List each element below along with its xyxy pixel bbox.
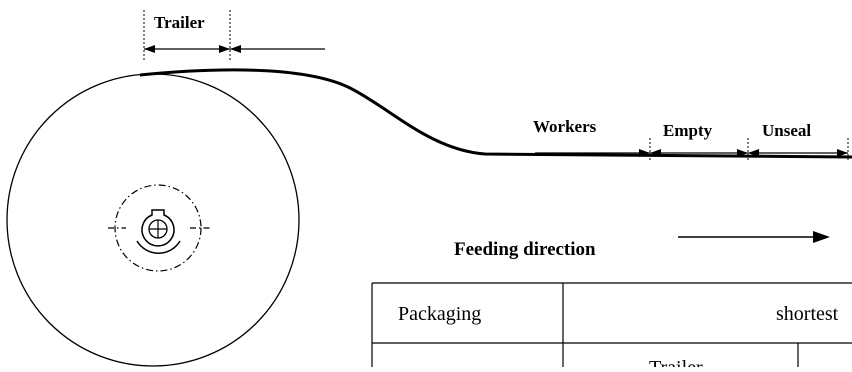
feeding-direction-arrow-head — [813, 231, 830, 243]
table-header-shortest: shortest — [776, 303, 839, 325]
empty-arrow-head-left — [650, 149, 661, 157]
trailer-label: Trailer — [154, 13, 205, 32]
spec-table — [371, 282, 852, 367]
unseal-arrow-head-right — [837, 149, 848, 157]
carrier-tape-line — [139, 68, 852, 159]
table-row2-trailer: Trailer — [649, 357, 703, 367]
trailer-arrow-head-right — [219, 45, 230, 53]
empty-arrow-head-right — [737, 149, 748, 157]
empty-label: Empty — [663, 121, 713, 140]
workers-label: Workers — [533, 117, 597, 136]
trailer-extension-head — [230, 45, 241, 53]
feeding-direction-label: Feeding direction — [454, 239, 596, 260]
reel-outer-circle — [6, 73, 300, 367]
unseal-label: Unseal — [762, 121, 811, 140]
table-header-packaging: Packaging — [398, 303, 481, 325]
reel-hub-keyed-hole — [141, 209, 175, 247]
workers-arrow-head — [639, 149, 650, 157]
unseal-arrow-head-left — [748, 149, 759, 157]
reel-hub-arc — [136, 240, 181, 254]
trailer-arrow-head-left — [144, 45, 155, 53]
reel-hub-dashdot-circle — [114, 184, 202, 272]
